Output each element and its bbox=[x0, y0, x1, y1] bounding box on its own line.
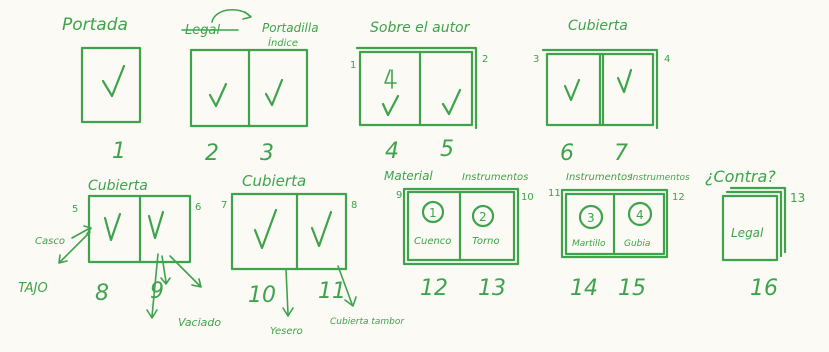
marker-7: 7 bbox=[221, 200, 227, 211]
spread-6-7-double bbox=[541, 48, 659, 130]
cubierta-tambor-arrow bbox=[337, 265, 357, 307]
label-cubierta-tambor: Cubierta tambor bbox=[330, 317, 405, 327]
label-martillo: Martillo bbox=[572, 239, 606, 249]
label-casco: Casco bbox=[35, 236, 65, 247]
marker-6: 6 bbox=[195, 202, 201, 213]
marker-11: 11 bbox=[548, 188, 561, 199]
page-number-4: 4 bbox=[385, 139, 399, 164]
label-cuenco: Cuenco bbox=[414, 236, 451, 247]
header-sobre-autor: Sobre el autor bbox=[370, 20, 471, 36]
page-number-13: 13 bbox=[478, 276, 506, 301]
page-number-7: 7 bbox=[614, 141, 628, 166]
page-number-11: 11 bbox=[318, 279, 346, 304]
header-portada: Portada bbox=[62, 15, 128, 35]
header-contra: ¿Contra? bbox=[705, 167, 776, 186]
page-16-stack-1 bbox=[725, 190, 783, 258]
label-tajo: TAJO bbox=[18, 281, 48, 296]
page-6-check bbox=[563, 78, 581, 102]
circle-1-label: 1 bbox=[429, 206, 437, 220]
header-instrumentos-3: Instrumentos bbox=[630, 173, 690, 183]
circle-2 bbox=[471, 204, 495, 228]
casco-arrow bbox=[71, 225, 92, 239]
spread-4-5-box bbox=[358, 50, 474, 127]
legal-move-arrow bbox=[211, 9, 251, 23]
header-cubierta-2: Cubierta bbox=[88, 178, 148, 194]
page-10-check bbox=[253, 208, 278, 250]
page-5-check bbox=[441, 88, 462, 116]
label-torno: Torno bbox=[472, 236, 500, 247]
header-instrumentos-2: Instrumentos bbox=[566, 172, 632, 183]
circle-3-label: 3 bbox=[587, 211, 595, 225]
page-number-3: 3 bbox=[260, 141, 274, 166]
page-16-box bbox=[721, 194, 779, 262]
marker-2: 2 bbox=[482, 54, 488, 65]
page-8-check bbox=[103, 212, 122, 242]
page-number-12: 12 bbox=[420, 276, 448, 301]
header-cubierta-1: Cubierta bbox=[568, 18, 628, 34]
page-4-mark bbox=[384, 69, 397, 89]
marker-3: 3 bbox=[533, 54, 539, 65]
page-number-14: 14 bbox=[570, 276, 598, 301]
page-number-5: 5 bbox=[440, 137, 454, 162]
vaciado-arrow-2 bbox=[160, 255, 171, 285]
page-number-2: 2 bbox=[205, 141, 219, 166]
page-number-8: 8 bbox=[95, 281, 109, 306]
label-vaciado: Vaciado bbox=[178, 316, 221, 329]
header-instrumentos-1: Instrumentos bbox=[462, 172, 528, 183]
page-number-15: 15 bbox=[618, 276, 646, 301]
spread-4-5-double bbox=[355, 46, 478, 130]
marker-12: 12 bbox=[672, 192, 685, 203]
marker-1: 1 bbox=[350, 60, 356, 71]
circle-1 bbox=[421, 200, 445, 224]
page-16-stack-2 bbox=[729, 186, 787, 254]
marker-9: 9 bbox=[396, 190, 402, 201]
marker-8: 8 bbox=[351, 200, 357, 211]
circle-2-label: 2 bbox=[479, 210, 487, 224]
tajo-arrow bbox=[58, 231, 91, 264]
page-1-box bbox=[80, 46, 142, 124]
vaciado-arrow-1 bbox=[146, 253, 159, 319]
label-gubia: Gubia bbox=[624, 239, 650, 249]
spread-14-15-double bbox=[560, 188, 669, 259]
circle-3 bbox=[578, 204, 604, 230]
page-1-check bbox=[101, 64, 126, 98]
circle-4 bbox=[627, 201, 653, 227]
yeso-arrow bbox=[282, 268, 294, 317]
page-9-check bbox=[147, 210, 165, 240]
header-indice: Índice bbox=[268, 36, 298, 49]
circle-4-label: 4 bbox=[636, 208, 644, 222]
page-number-16: 16 bbox=[750, 276, 778, 301]
page-2-check bbox=[208, 82, 228, 108]
label-legal: Legal bbox=[731, 226, 764, 240]
page-number-9: 9 bbox=[150, 279, 164, 304]
page-11-check bbox=[310, 210, 333, 248]
page-number-6: 6 bbox=[560, 141, 574, 166]
marker-4: 4 bbox=[664, 54, 670, 65]
marker-5: 5 bbox=[72, 204, 78, 215]
vaciado-arrow-3 bbox=[169, 255, 202, 288]
marker-13: 13 bbox=[790, 191, 805, 205]
page-3-check bbox=[264, 78, 284, 107]
spread-12-13-double bbox=[402, 187, 520, 266]
label-yeso: Yesero bbox=[270, 326, 303, 337]
header-material: Material bbox=[384, 169, 433, 183]
marker-10: 10 bbox=[521, 192, 534, 203]
page-7-check bbox=[616, 68, 633, 94]
spread-10-11-box bbox=[230, 192, 348, 271]
page-number-1: 1 bbox=[112, 139, 126, 164]
header-portadilla: Portadilla bbox=[262, 21, 319, 35]
page-4-check bbox=[381, 94, 400, 117]
page-number-10: 10 bbox=[248, 283, 276, 308]
header-cubierta-3: Cubierta bbox=[242, 172, 306, 190]
legal-move-arrowhead bbox=[242, 11, 252, 20]
